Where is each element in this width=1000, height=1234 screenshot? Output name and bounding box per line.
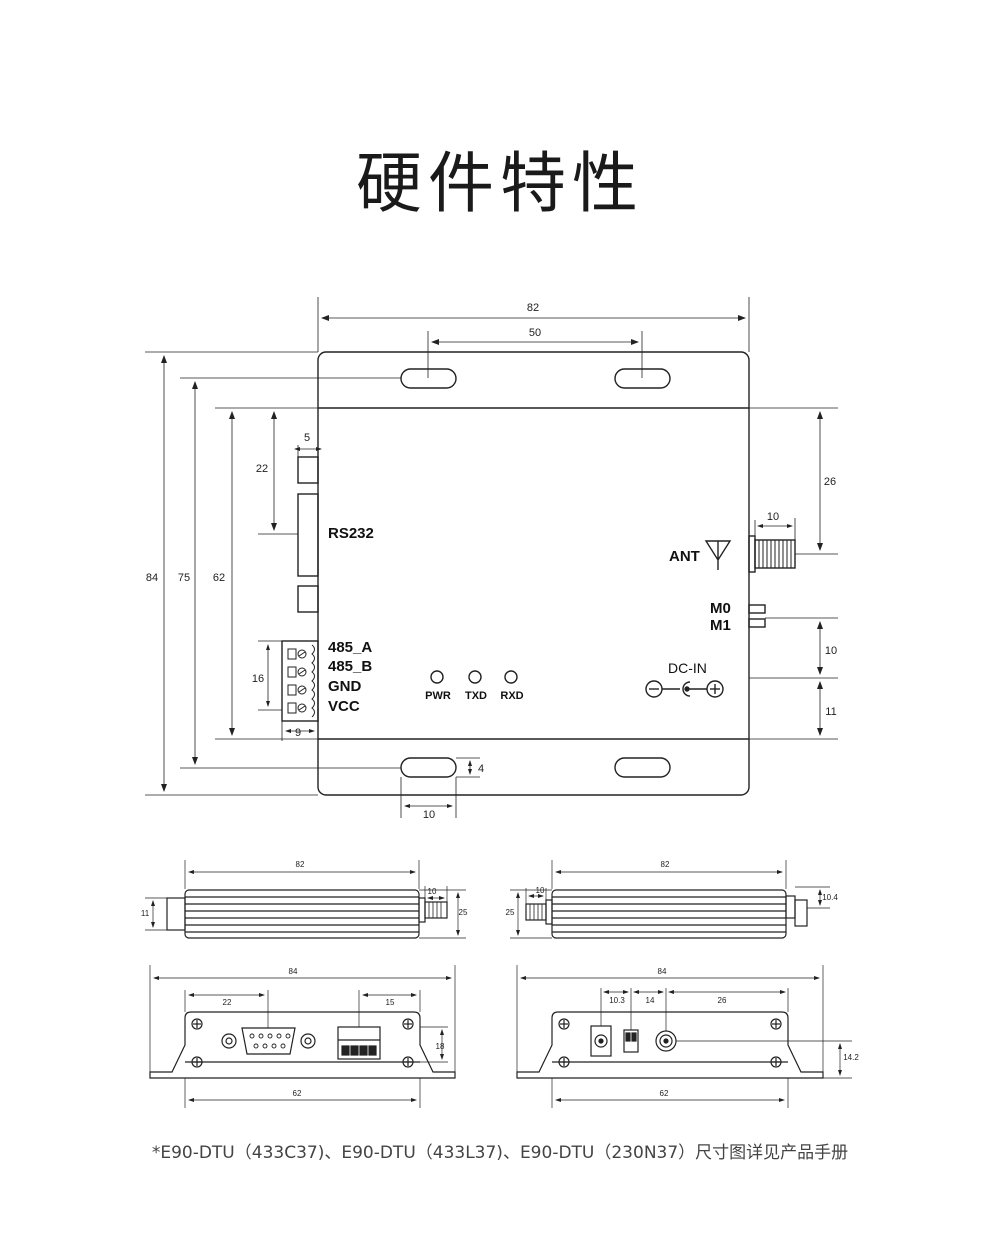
vcc-label: VCC (328, 698, 360, 715)
m1-label: M1 (710, 617, 731, 634)
side-connector-right (794, 899, 808, 927)
svg-text:84: 84 (658, 967, 667, 976)
side-antenna (424, 901, 448, 919)
side-view-left (145, 860, 466, 939)
rs232-label: RS232 (328, 525, 374, 542)
dcin-plus (706, 680, 724, 698)
m0-switch (748, 604, 766, 614)
svg-text:14.2: 14.2 (843, 1053, 859, 1062)
end-view-right-labels: 84 10.3 14 26 14.2 62 (609, 967, 859, 1098)
footnote: *E90-DTU（433C37)、E90-DTU（433L37)、E90-DTU… (151, 1143, 849, 1163)
side-view-left-labels: 82 10 25 11 (141, 860, 468, 918)
dim-75: 75 (178, 572, 190, 584)
ant-base (748, 535, 756, 573)
side-connector-left (166, 897, 186, 931)
svg-text:25: 25 (459, 908, 468, 917)
dcin-polarity-symbol (682, 681, 691, 697)
svg-text:25: 25 (506, 908, 515, 917)
end-view-right (516, 965, 852, 1108)
dim-26: 26 (824, 476, 836, 488)
dim-10-slot: 10 (423, 809, 435, 821)
dim-4: 4 (478, 763, 484, 775)
dim-5: 5 (304, 432, 310, 444)
rs232-screw-top (297, 456, 319, 484)
dim-84: 84 (146, 572, 158, 584)
dim-50: 50 (529, 327, 541, 339)
m1-switch (748, 618, 766, 628)
485a-label: 485_A (328, 639, 372, 656)
svg-text:82: 82 (296, 860, 305, 869)
rxd-led (504, 670, 518, 684)
svg-text:62: 62 (293, 1089, 302, 1098)
485b-label: 485_B (328, 658, 372, 675)
dim-9: 9 (295, 727, 301, 739)
rs232-screw-bottom (297, 585, 319, 613)
antenna-symbol (704, 540, 732, 570)
svg-text:10: 10 (428, 887, 437, 896)
svg-text:84: 84 (289, 967, 298, 976)
svg-text:10.3: 10.3 (609, 996, 625, 1005)
svg-text:18: 18 (436, 1042, 445, 1051)
end-view-left (149, 965, 456, 1108)
dim-10-dc: 10 (825, 645, 837, 657)
svg-text:11: 11 (141, 909, 150, 918)
mount-slot (614, 368, 671, 389)
mount-slot (400, 368, 457, 389)
end-view-left-labels: 84 22 15 18 62 (223, 967, 445, 1098)
db9-connector (241, 1027, 296, 1055)
pwr-led (430, 670, 444, 684)
side-view-right (510, 860, 830, 939)
txd-label: TXD (465, 690, 487, 702)
svg-text:62: 62 (660, 1089, 669, 1098)
txd-led (468, 670, 482, 684)
svg-text:10: 10 (536, 886, 545, 895)
rs232-connector (297, 493, 319, 577)
gnd-label: GND (328, 678, 362, 695)
svg-text:10.4: 10.4 (822, 893, 838, 902)
dcin-label: DC-IN (668, 660, 707, 676)
ant-label: ANT (669, 548, 700, 565)
dim-82: 82 (527, 302, 539, 314)
dim-10-ant: 10 (767, 511, 779, 523)
side-antenna-right (525, 903, 547, 921)
dim-11: 11 (825, 706, 836, 718)
mount-slot (400, 757, 457, 778)
side-view-right-labels: 82 10 25 10.4 (506, 860, 839, 917)
dim-62: 62 (213, 572, 225, 584)
mount-slot (614, 757, 671, 778)
svg-text:22: 22 (223, 998, 232, 1007)
front-view (145, 297, 838, 818)
svg-text:82: 82 (661, 860, 670, 869)
m0-label: M0 (710, 600, 731, 617)
rxd-label: RXD (500, 690, 523, 702)
device-body (317, 351, 750, 796)
svg-text:26: 26 (718, 996, 727, 1005)
dim-22: 22 (256, 463, 268, 475)
page-title: 硬件特性 (356, 145, 644, 222)
svg-text:14: 14 (646, 996, 655, 1005)
dim-16: 16 (252, 673, 264, 685)
front-view-labels: 82 50 84 75 62 22 5 16 9 4 10 26 10 10 1… (146, 302, 837, 821)
svg-text:15: 15 (386, 998, 395, 1007)
pwr-label: PWR (425, 690, 451, 702)
terminal-block (281, 640, 319, 722)
